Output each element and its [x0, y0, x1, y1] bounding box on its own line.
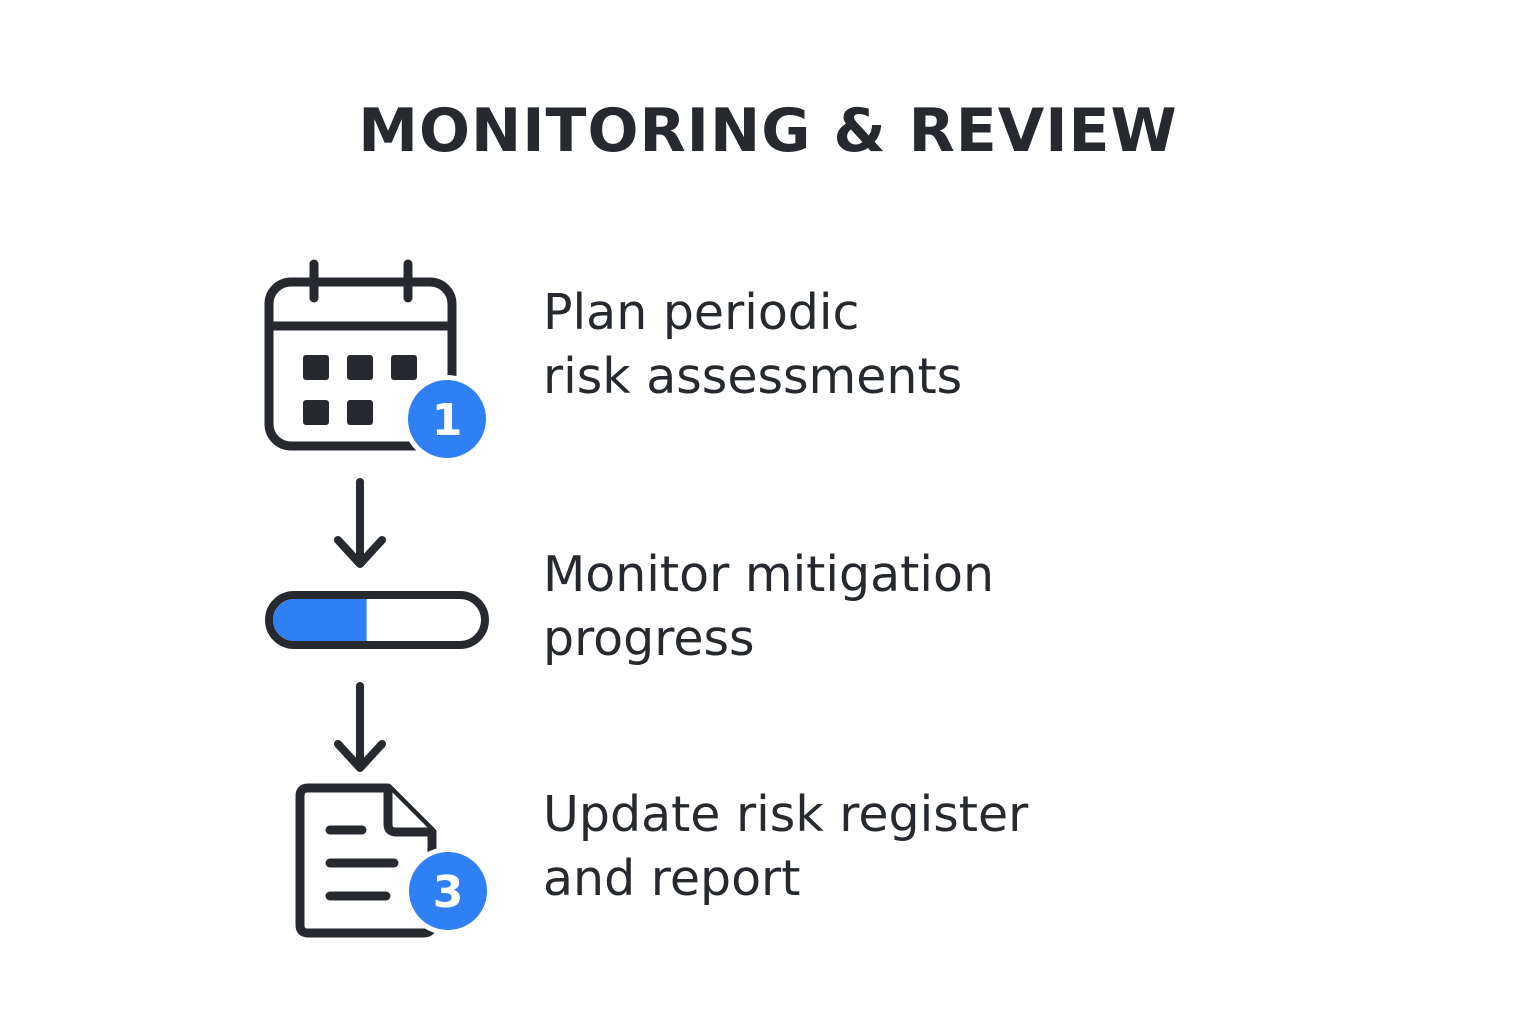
progress-fill — [273, 599, 367, 641]
step-badge-number: 1 — [432, 395, 463, 446]
step-3-text: Update risk register and report — [543, 783, 1028, 911]
calendar-icon: 1 — [264, 259, 491, 463]
step-1-line-1: Plan periodic — [543, 284, 860, 341]
page-title: MONITORING & REVIEW — [358, 96, 1178, 166]
step-badge-3: 3 — [404, 847, 492, 935]
step-3-line-2: and report — [543, 850, 801, 907]
document-icon: 3 — [295, 783, 492, 938]
step-2-line-1: Monitor mitigation — [543, 546, 995, 603]
step-1-line-2: risk assessments — [543, 348, 963, 405]
step-2-text: Monitor mitigation progress — [543, 543, 994, 671]
step-3-line-1: Update risk register — [543, 786, 1029, 843]
arrow-down-icon — [334, 682, 386, 772]
progress-bar-icon — [265, 591, 489, 649]
step-2-line-2: progress — [543, 610, 755, 667]
arrow-down-icon — [334, 478, 386, 568]
step-badge-1: 1 — [403, 375, 491, 463]
step-badge-number: 3 — [433, 867, 464, 918]
step-1-text: Plan periodic risk assessments — [543, 281, 962, 409]
